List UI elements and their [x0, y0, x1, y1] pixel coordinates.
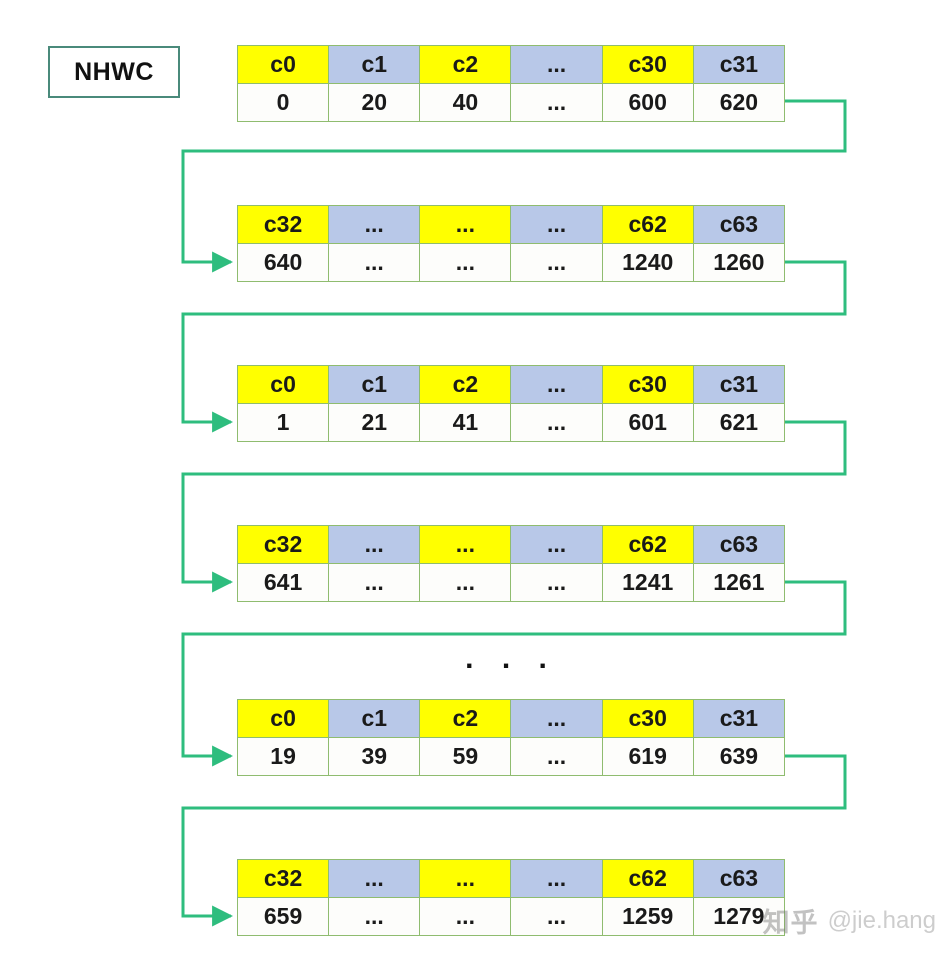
memory-offset-cell: 1260: [692, 243, 786, 282]
memory-offset-cell: 21: [328, 403, 421, 442]
memory-offset-cell: 601: [601, 403, 694, 442]
memory-offset-cell: ...: [328, 897, 421, 936]
channel-header-cell: ...: [419, 525, 512, 564]
channel-header-cell: ...: [419, 859, 512, 898]
memory-offset-cell: ...: [419, 897, 512, 936]
memory-offset-cell: ...: [510, 737, 603, 776]
channel-header-cell: ...: [510, 859, 603, 898]
memory-offset-cell: 641: [236, 563, 330, 602]
channel-header-cell: ...: [328, 205, 421, 244]
channel-header-cell: c62: [601, 859, 694, 898]
channel-header-cell: c0: [236, 45, 330, 84]
channel-header-cell: ...: [328, 859, 421, 898]
memory-offset-cell: 1241: [601, 563, 694, 602]
memory-offset-cell: 40: [419, 83, 512, 122]
memory-offset-cell: 619: [601, 737, 694, 776]
memory-offset-cell: 0: [236, 83, 330, 122]
zhihu-logo-icon: 知乎: [762, 908, 819, 938]
memory-offset-cell: 1279: [692, 897, 786, 936]
memory-offset-cell: ...: [419, 243, 512, 282]
channel-header-cell: c31: [692, 45, 786, 84]
channel-header-cell: c31: [692, 365, 786, 404]
memory-offset-cell: ...: [510, 403, 603, 442]
memory-offset-cell: 621: [692, 403, 786, 442]
format-label-box: NHWC: [48, 46, 180, 98]
channel-header-cell: c32: [236, 525, 330, 564]
channel-header-cell: ...: [510, 205, 603, 244]
channel-header-cell: ...: [328, 525, 421, 564]
memory-offset-cell: ...: [419, 563, 512, 602]
memory-offset-cell: ...: [510, 897, 603, 936]
memory-offset-cell: ...: [328, 563, 421, 602]
watermark-handle: @jie.hang: [827, 906, 936, 934]
format-label-text: NHWC: [74, 57, 154, 86]
channel-header-cell: c63: [692, 859, 786, 898]
memory-offset-cell: ...: [510, 243, 603, 282]
channel-header-cell: c30: [601, 45, 694, 84]
memory-offset-cell: ...: [510, 563, 603, 602]
channel-header-cell: ...: [510, 45, 603, 84]
memory-offset-cell: 600: [601, 83, 694, 122]
memory-offset-cell: 639: [692, 737, 786, 776]
memory-offset-cell: 640: [236, 243, 330, 282]
channel-header-cell: c1: [328, 699, 421, 738]
memory-offset-cell: 19: [236, 737, 330, 776]
channel-header-cell: c2: [419, 45, 512, 84]
channel-header-cell: c2: [419, 365, 512, 404]
channel-header-cell: c2: [419, 699, 512, 738]
channel-header-cell: c31: [692, 699, 786, 738]
memory-offset-cell: 659: [236, 897, 330, 936]
memory-offset-cell: 20: [328, 83, 421, 122]
channel-header-cell: c62: [601, 525, 694, 564]
channel-header-cell: c0: [236, 699, 330, 738]
watermark: 知乎 @jie.hang: [763, 901, 936, 940]
channel-header-cell: c30: [601, 365, 694, 404]
memory-offset-cell: ...: [328, 243, 421, 282]
memory-offset-cell: 59: [419, 737, 512, 776]
memory-offset-cell: 1240: [601, 243, 694, 282]
channel-header-cell: ...: [510, 699, 603, 738]
memory-offset-cell: 39: [328, 737, 421, 776]
memory-offset-cell: 620: [692, 83, 786, 122]
channel-header-cell: c32: [236, 859, 330, 898]
channel-header-cell: ...: [510, 365, 603, 404]
channel-header-cell: c63: [692, 525, 786, 564]
channel-header-cell: c62: [601, 205, 694, 244]
channel-header-cell: c0: [236, 365, 330, 404]
group-separator-ellipsis: . . .: [465, 642, 557, 675]
memory-offset-cell: 41: [419, 403, 512, 442]
channel-header-cell: c30: [601, 699, 694, 738]
memory-offset-cell: ...: [510, 83, 603, 122]
channel-header-cell: c63: [692, 205, 786, 244]
channel-header-cell: ...: [510, 525, 603, 564]
channel-header-cell: c1: [328, 45, 421, 84]
memory-offset-cell: 1: [236, 403, 330, 442]
channel-header-cell: c1: [328, 365, 421, 404]
channel-header-cell: c32: [236, 205, 330, 244]
memory-offset-cell: 1259: [601, 897, 694, 936]
channel-header-cell: ...: [419, 205, 512, 244]
memory-offset-cell: 1261: [692, 563, 786, 602]
